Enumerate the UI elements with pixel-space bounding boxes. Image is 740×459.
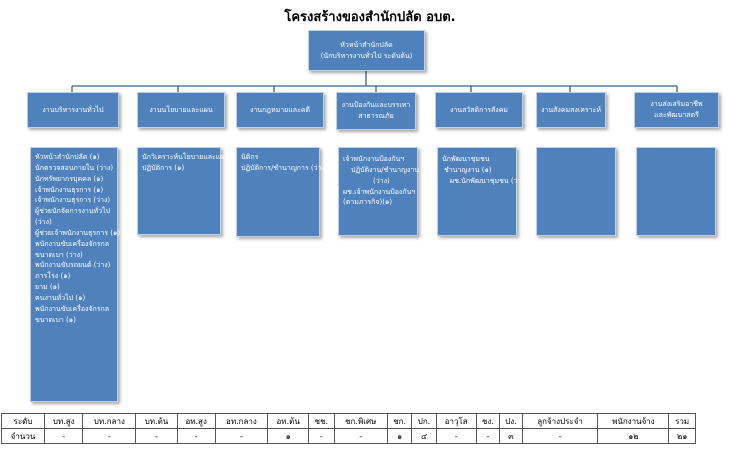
- table-cell: ๓: [499, 428, 523, 444]
- count-row: จำนวน-----๑--๑๔--๓-๑๒๒๑: [1, 428, 696, 444]
- table-cell: บท.ต้น: [135, 413, 178, 429]
- unit-header-text: งานป้องกันและบรรเทา: [341, 101, 411, 110]
- unit-staff-box: นิติกรปฏิบัติการ/ชำนาญการ (ว่าง): [236, 147, 328, 237]
- unit-header-text: และพัฒนาสตรี: [654, 111, 699, 119]
- table-cell: ๔: [411, 428, 437, 444]
- staff-position: นิติกร: [241, 153, 259, 161]
- unit-header-box: งานนโยบายและแผน: [137, 92, 225, 128]
- table-cell: ลูกจ้างประจำ: [521, 413, 599, 429]
- staff-position: ปฏิบัติการ (๑): [142, 163, 185, 172]
- staff-position: ผู้ช่วยนักจัดการงานทั่วไป: [35, 207, 111, 216]
- staff-position: ปฏิบัติการ/ชำนาญการ (ว่าง): [241, 163, 328, 172]
- staff-position: ปฏิบัติงาน/ชำนาญงาน: [351, 165, 420, 174]
- unit-header-text: งานบริหารงานทั่วไป: [42, 105, 104, 114]
- chart-title: โครงสร้างของสำนักปลัด อบต.: [284, 10, 456, 25]
- table-cell: ชก.พิเศษ: [333, 413, 388, 429]
- staff-position: (ตามภารกิจ)(๑): [343, 198, 393, 207]
- staff-position: ยาม (๑): [35, 283, 60, 292]
- unit-header-text: งานกฎหมายและคดี: [249, 105, 311, 114]
- table-cell: -: [521, 428, 599, 444]
- unit-staff-box: นักพัฒนาชุมชนชำนาญงาน (๑) ผช.นักพัฒนาชุมช…: [437, 147, 528, 236]
- staff-position: ผู้ช่วยเจ้าพนักงานธุรการ (๑): [35, 228, 121, 237]
- staff-position: นักทรัพยากรบุคคล (๑): [35, 174, 104, 183]
- staff-position: พนักงานขับเครื่องจักรกล: [35, 239, 110, 248]
- table-cell: ๑: [267, 428, 310, 444]
- table-cell: อท.ต้น: [267, 413, 310, 429]
- staff-position: เจ้าพนักงานธุรการ (ว่าง): [35, 196, 111, 205]
- table-cell: ๑: [386, 428, 413, 444]
- staff-position: หัวหน้าสำนักปลัด (๑): [35, 153, 100, 161]
- staff-count-table: ระดับบท.สูงบท.กลางบท.ต้นอท.สูงอท.กลางอท.…: [1, 413, 696, 444]
- unit-header-text: งานนโยบายและแผน: [149, 105, 213, 114]
- head-of-office-box: หัวหน้าสำนักปลัด (นักบริหารงานทั่วไป ระด…: [308, 30, 425, 71]
- table-cell: -: [308, 428, 335, 444]
- unit-header-text: งานสังคมสงเคราะห์: [541, 105, 601, 114]
- table-cell: -: [435, 428, 477, 444]
- staff-position: ภารโรง (๑): [35, 272, 71, 281]
- table-cell: -: [214, 428, 269, 444]
- table-cell: -: [135, 428, 178, 444]
- table-cell: บท.กลาง: [82, 413, 137, 429]
- staff-position: คนงานทั่วไป (๑): [35, 293, 86, 302]
- staff-position: พนักงานขับเครื่องจักรกล: [35, 304, 110, 313]
- table-cell: ๒๑: [668, 428, 696, 444]
- table-cell: อท.สูง: [176, 413, 216, 429]
- staff-position: พนักงานขับรถยนต์ (ว่าง): [35, 261, 111, 270]
- unit-header-box: งานสังคมสงเคราะห์: [536, 92, 606, 128]
- unit-staff-box: [536, 147, 616, 236]
- table-row-label: ระดับ: [1, 413, 45, 429]
- unit-staff-box: นักวิเคราะห์นโยบายและแผนปฏิบัติการ (๑): [137, 147, 230, 235]
- staff-position: (ว่าง): [373, 176, 390, 185]
- table-cell: ปก.: [411, 413, 437, 429]
- unit-staff-box: หัวหน้าสำนักปลัด (๑) นักตรวจสอบภายใน (ว่า…: [30, 147, 121, 402]
- table-cell: -: [333, 428, 388, 444]
- table-cell: รวม: [668, 413, 696, 429]
- head-of-office-title: หัวหน้าสำนักปลัด: [340, 40, 393, 49]
- staff-position: ขนาดเบา (ว่าง): [35, 250, 83, 259]
- table-cell: -: [176, 428, 216, 444]
- table-cell: อท.กลาง: [214, 413, 269, 429]
- unit-header-text: งานสวัสดิการสังคม: [449, 105, 509, 114]
- staff-position: ผช.นักพัฒนาชุมชน (ว่าง): [450, 176, 528, 185]
- staff-position: นักตรวจสอบภายใน (ว่าง): [35, 163, 114, 172]
- staff-position: เจ้าพนักงานธุรการ (๑): [35, 185, 104, 194]
- table-row-label: จำนวน: [1, 428, 45, 444]
- unit-header-text: สาธารณภัย: [358, 112, 394, 120]
- unit-header-text: งานส่งเสริมอาชีพ: [650, 100, 703, 109]
- table-cell: พนักงานจ้าง: [597, 413, 670, 429]
- table-cell: -: [43, 428, 84, 444]
- staff-position: นักวิเคราะห์นโยบายและแผน: [142, 153, 230, 161]
- table-cell: อาวุโส: [435, 413, 477, 429]
- unit-header-box: งานส่งเสริมอาชีพและพัฒนาสตรี: [634, 92, 719, 128]
- table-cell: ชง.: [475, 413, 501, 429]
- unit-header-box: งานสวัสดิการสังคม: [435, 92, 523, 128]
- level-row: ระดับบท.สูงบท.กลางบท.ต้นอท.สูงอท.กลางอท.…: [1, 413, 696, 429]
- staff-position: นักพัฒนาชุมชน: [442, 155, 490, 163]
- unit-header-box: งานกฎหมายและคดี: [236, 92, 324, 128]
- table-cell: ชช.: [308, 413, 335, 429]
- table-cell: ๑๒: [597, 428, 670, 444]
- staff-position: เจ้าพนักงานป้องกันฯ: [343, 155, 405, 163]
- table-cell: -: [82, 428, 137, 444]
- staff-position: ผช.เจ้าพนักงานป้องกันฯ: [343, 187, 416, 196]
- table-cell: ชก.: [386, 413, 413, 429]
- table-cell: ปง.: [499, 413, 523, 429]
- unit-header-box: งานบริหารงานทั่วไป: [27, 92, 119, 128]
- table-cell: -: [475, 428, 501, 444]
- head-of-office-subtitle: (นักบริหารงานทั่วไป ระดับต้น): [320, 51, 413, 60]
- unit-header-box: งานป้องกันและบรรเทาสาธารณภัย: [336, 92, 416, 130]
- staff-position: (ว่าง): [35, 218, 52, 227]
- unit-staff-box: เจ้าพนักงานป้องกันฯปฏิบัติงาน/ชำนาญงาน (ว…: [338, 147, 420, 236]
- staff-position: ขนาดเบา (๑): [35, 315, 76, 324]
- unit-staff-box: [636, 147, 716, 236]
- staff-position: ชำนาญงาน (๑): [444, 165, 492, 174]
- table-cell: บท.สูง: [43, 413, 84, 429]
